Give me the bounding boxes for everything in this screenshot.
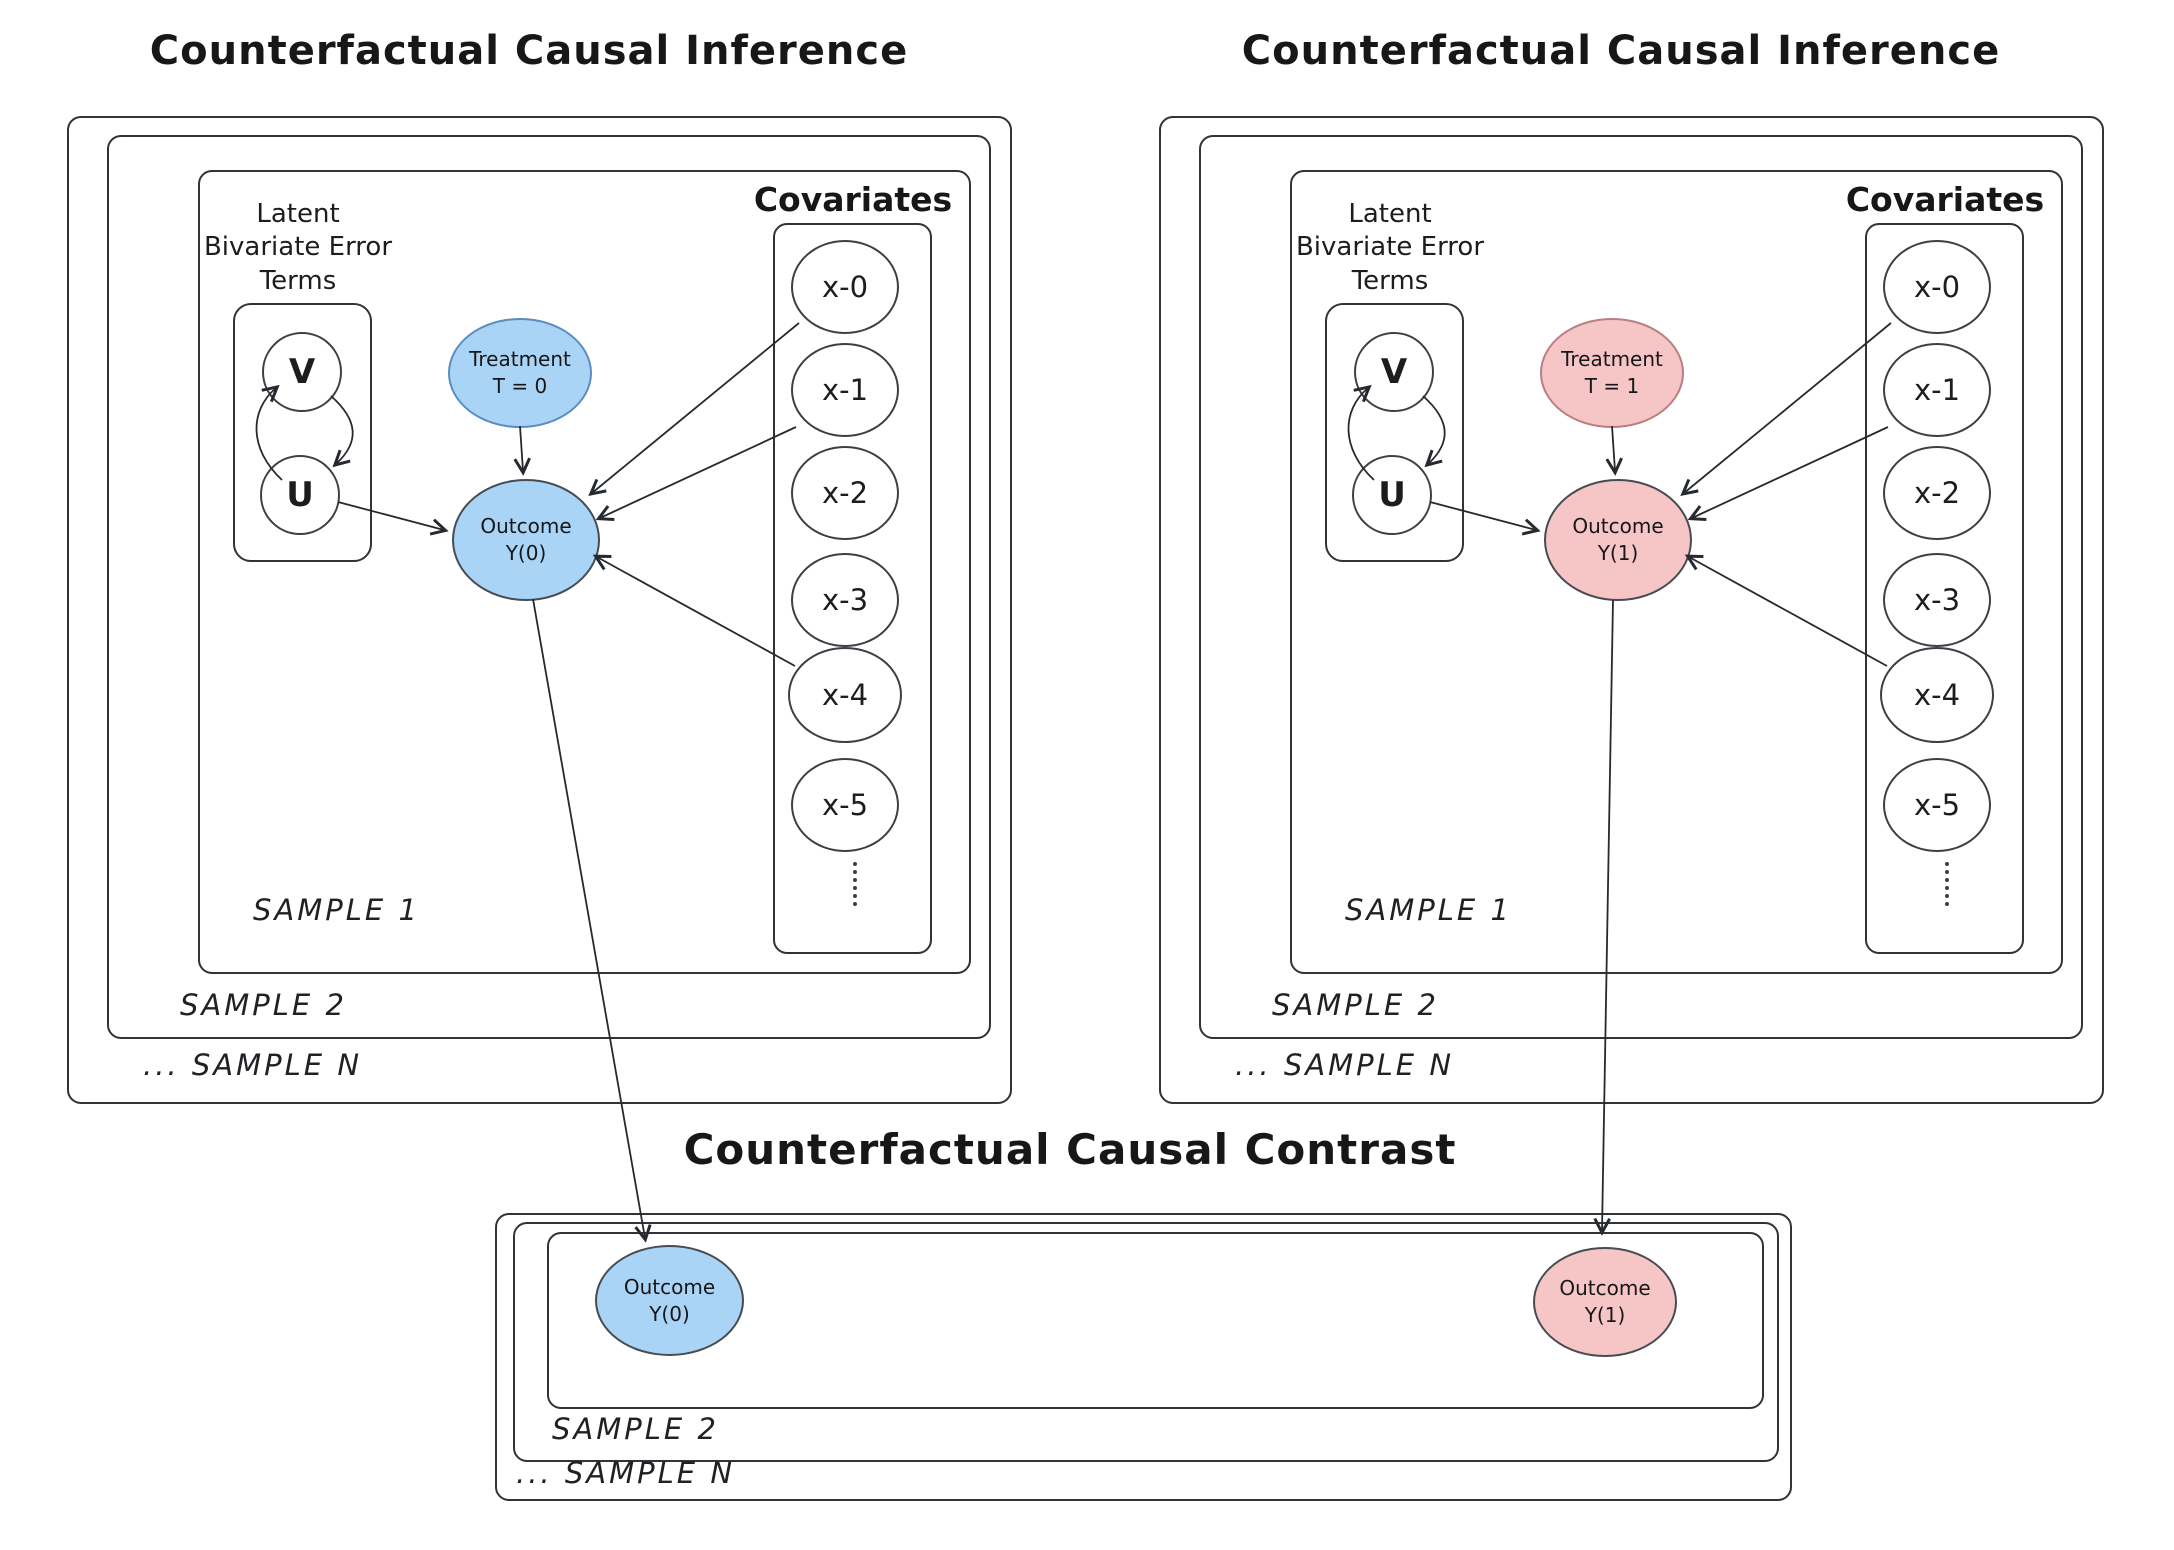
covariate-x2: x-2 — [1883, 446, 1991, 540]
sample-2-label: SAMPLE 2 — [180, 988, 347, 1022]
contrast-sample-2-label: SAMPLE 2 — [552, 1412, 719, 1446]
outcome-node: Outcome Y(1) — [1544, 479, 1692, 601]
contrast-title: Counterfactual Causal Contrast — [683, 1125, 1457, 1174]
sample-n-label: ... SAMPLE N — [143, 1048, 363, 1082]
covariates-ellipsis-dots — [853, 862, 857, 906]
covariate-x1: x-1 — [791, 343, 899, 437]
sample-1-box — [1290, 170, 2063, 974]
sample-n-box — [1159, 116, 2104, 1104]
covariates-ellipsis-dots — [1945, 862, 1949, 906]
outcome-line2: Y(1) — [1584, 1303, 1626, 1327]
latent-label-line2: Bivariate Error — [1295, 232, 1485, 263]
treatment-node: Treatment T = 0 — [448, 318, 592, 428]
latent-terms-box — [1325, 303, 1464, 562]
sample-1-label: SAMPLE 1 — [253, 893, 420, 927]
latent-label-line1: Latent — [1348, 199, 1432, 229]
outcome-line1: Outcome — [1559, 1276, 1651, 1300]
outcome-line1: Outcome — [1572, 514, 1664, 538]
contrast-sample-n-box — [495, 1213, 1792, 1501]
covariate-x3: x-3 — [1883, 553, 1991, 647]
outcome-line2: Y(1) — [1597, 541, 1639, 565]
covariate-x3: x-3 — [791, 553, 899, 647]
panel-title: Counterfactual Causal Inference — [1241, 28, 2001, 74]
latent-label-line1: Latent — [256, 199, 340, 229]
covariate-x2: x-2 — [791, 446, 899, 540]
covariate-x0: x-0 — [1883, 240, 1991, 334]
treatment-line1: Treatment — [469, 347, 571, 371]
latent-error-terms-label: Latent Bivariate Error Terms — [1270, 198, 1510, 298]
covariate-x4: x-4 — [788, 647, 902, 743]
treatment-line2: T = 0 — [492, 374, 548, 398]
contrast-sample-2-box — [513, 1222, 1779, 1462]
treatment-line2: T = 1 — [1584, 374, 1640, 398]
sample-n-label: ... SAMPLE N — [1235, 1048, 1455, 1082]
node-v: V — [1354, 332, 1434, 412]
outcome-line2: Y(0) — [505, 541, 547, 565]
treatment-node: Treatment T = 1 — [1540, 318, 1684, 428]
covariates-title: Covariates — [1845, 180, 2045, 219]
panel-title: Counterfactual Causal Inference — [149, 28, 909, 74]
node-v: V — [262, 332, 342, 412]
covariate-x4: x-4 — [1880, 647, 1994, 743]
contrast-outcome-control: Outcome Y(0) — [595, 1245, 744, 1356]
latent-terms-box — [233, 303, 372, 562]
contrast-outcome-treated: Outcome Y(1) — [1533, 1247, 1677, 1357]
outcome-node: Outcome Y(0) — [452, 479, 600, 601]
covariate-x1: x-1 — [1883, 343, 1991, 437]
covariate-x5: x-5 — [791, 758, 899, 852]
outcome-line1: Outcome — [623, 1274, 716, 1299]
latent-label-line2: Bivariate Error — [203, 232, 393, 263]
sample-2-label: SAMPLE 2 — [1272, 988, 1439, 1022]
covariate-x5: x-5 — [1883, 758, 1991, 852]
outcome-line2: Y(0) — [649, 1301, 690, 1326]
covariate-x0: x-0 — [791, 240, 899, 334]
outcome-line1: Outcome — [480, 514, 572, 538]
contrast-sample-1-box — [547, 1232, 1764, 1409]
latent-label-line3: Terms — [259, 265, 337, 296]
latent-label-line3: Terms — [1351, 265, 1429, 296]
node-u: U — [1352, 455, 1432, 535]
sample-1-label: SAMPLE 1 — [1345, 893, 1512, 927]
node-u: U — [260, 455, 340, 535]
covariates-title: Covariates — [753, 180, 953, 219]
sample-2-box — [1199, 135, 2083, 1039]
treatment-line1: Treatment — [1561, 347, 1663, 371]
contrast-sample-n-label: ... SAMPLE N — [516, 1456, 736, 1490]
latent-error-terms-label: Latent Bivariate Error Terms — [178, 198, 418, 298]
